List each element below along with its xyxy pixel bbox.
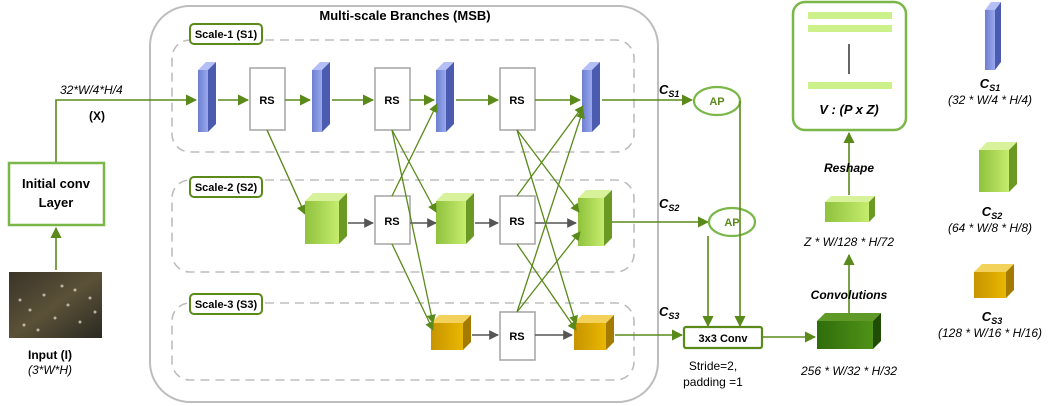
initial-conv-line2: Layer [39,195,74,210]
legend-cs1-block [985,2,1001,70]
legend-cs3-block [974,264,1014,298]
cs2-label: CS2 [659,196,679,213]
convolutions-label: Convolutions [811,288,888,302]
svg-text:AP: AP [709,96,724,108]
rs-box-s1-3 [499,67,536,131]
rs-box-s1-1 [249,67,286,131]
legend-cs3-label: CS3 [982,309,1002,326]
s1-block-4 [582,62,600,132]
svg-text:RS: RS [509,95,524,107]
s3-block-1 [431,315,471,350]
v-label: V : (P x Z) [819,102,878,117]
scale-1-label: Scale-1 (S1) [195,29,258,41]
svg-text:RS: RS [509,331,524,343]
s1-block-3 [436,62,454,132]
s2-block-2 [436,193,474,244]
legend-cs1-label: CS1 [980,76,1000,93]
input-dims: (3*W*H) [28,363,72,377]
legend-cs1-dims: (32 * W/4 * H/4) [948,93,1032,107]
s2-block-1 [305,193,347,244]
legend-cs3-dims: (128 * W/16 * H/16) [938,326,1042,340]
svg-text:AP: AP [724,217,739,229]
input-image [9,272,102,338]
cs3-label: CS3 [659,304,679,321]
scale-2-label: Scale-2 (S2) [195,182,258,194]
z-dims: Z * W/128 * H/72 [803,235,894,249]
svg-text:RS: RS [259,95,274,107]
legend-cs2-dims: (64 * W/8 * H/8) [948,221,1032,235]
svg-text:RS: RS [384,216,399,228]
legend-cs2-label: CS2 [982,204,1002,221]
initial-conv-box [7,161,106,227]
feature-dims: 32*W/4*H/4 [60,83,123,97]
msb-container [149,5,659,403]
s3-block-2 [574,315,614,350]
z-block [825,196,875,222]
legend-cs2-block [979,142,1017,192]
conv-params-line2: padding =1 [683,375,743,389]
conv-output-block [817,313,881,349]
s1-block-2 [312,62,330,132]
msb-title: Multi-scale Branches (MSB) [319,8,490,23]
feature-symbol: (X) [89,109,105,123]
cs1-label: CS1 [659,82,679,99]
svg-text:3x3 Conv: 3x3 Conv [699,333,749,345]
conv-output-dims: 256 * W/32 * H/32 [800,364,897,378]
scale-3-label: Scale-3 (S3) [195,299,258,311]
svg-text:RS: RS [384,95,399,107]
scale-1-region [171,39,635,153]
scale-3-region [171,302,635,381]
s2-block-3 [578,190,612,246]
reshape-label: Reshape [824,161,874,175]
input-label: Input (I) [28,348,72,362]
ap-2 [707,206,757,238]
svg-text:RS: RS [509,216,524,228]
initial-conv-line1: Initial conv [22,176,91,191]
s1-block-1 [198,62,216,132]
rs-box-s1-2 [374,67,411,131]
conv-params-line1: Stride=2, [689,359,737,373]
